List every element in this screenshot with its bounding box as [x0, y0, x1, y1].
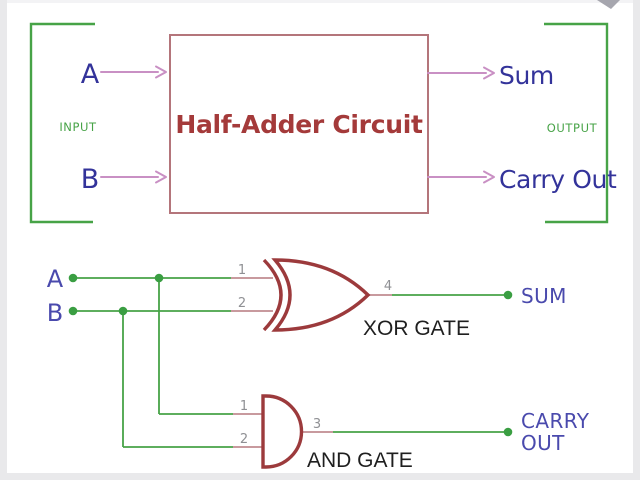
- gate-pin-stubs: [231, 277, 392, 448]
- gate-input-a-label: A: [47, 265, 64, 293]
- block-carry-label: Carry Out: [499, 165, 617, 194]
- and-pin3-number: 3: [313, 417, 321, 432]
- and-gate-shape: [261, 394, 304, 469]
- and-gate-label: AND GATE: [307, 449, 413, 472]
- frame-top: [0, 0, 640, 3]
- mouse-cursor-icon: [597, 0, 620, 9]
- half-adder-title: Half-Adder Circuit: [175, 110, 423, 139]
- output-carry-arrow: [427, 170, 495, 184]
- junction-dot-b: [118, 306, 128, 316]
- terminal-dot-carry: [503, 427, 513, 437]
- block-sum-label: Sum: [499, 61, 554, 90]
- output-group-label: OUTPUT: [547, 121, 598, 135]
- junction-dot-a: [154, 273, 164, 283]
- block-diagram: A B INPUT OUTPUT Half-Adder Circuit Sum …: [29, 22, 617, 224]
- carry-output-label-line1: CARRY: [521, 409, 590, 433]
- gate-diagram: A B: [47, 258, 590, 472]
- output-sum-arrow: [427, 66, 495, 80]
- xor-gate-shape: [262, 258, 371, 332]
- sum-output-label: SUM: [521, 284, 567, 308]
- input-b-arrow: [100, 170, 167, 184]
- xor-pin2-number: 2: [238, 296, 246, 311]
- terminal-dot-b: [68, 306, 78, 316]
- and-pin2-number: 2: [240, 432, 248, 447]
- xor-pin1-number: 1: [238, 263, 246, 278]
- terminal-dot-sum: [503, 290, 513, 300]
- carry-output-label-line2: OUT: [521, 431, 565, 455]
- block-input-b-label: B: [81, 164, 100, 195]
- gate-input-b-label: B: [47, 299, 63, 327]
- output-bracket: [544, 22, 609, 224]
- and-pin1-number: 1: [240, 399, 248, 414]
- input-a-arrow: [100, 65, 167, 79]
- input-group-label: INPUT: [59, 120, 97, 134]
- frame-bottom: [0, 473, 640, 480]
- xor-gate-label: XOR GATE: [363, 317, 470, 340]
- terminal-dot-a: [68, 273, 78, 283]
- xor-pin4-number: 4: [384, 279, 392, 294]
- half-adder-box: [169, 34, 429, 214]
- frame-left: [0, 0, 7, 480]
- frame-right: [633, 0, 640, 480]
- input-bracket: [29, 22, 95, 224]
- block-input-a-label: A: [81, 59, 100, 90]
- signal-wires: [73, 277, 508, 448]
